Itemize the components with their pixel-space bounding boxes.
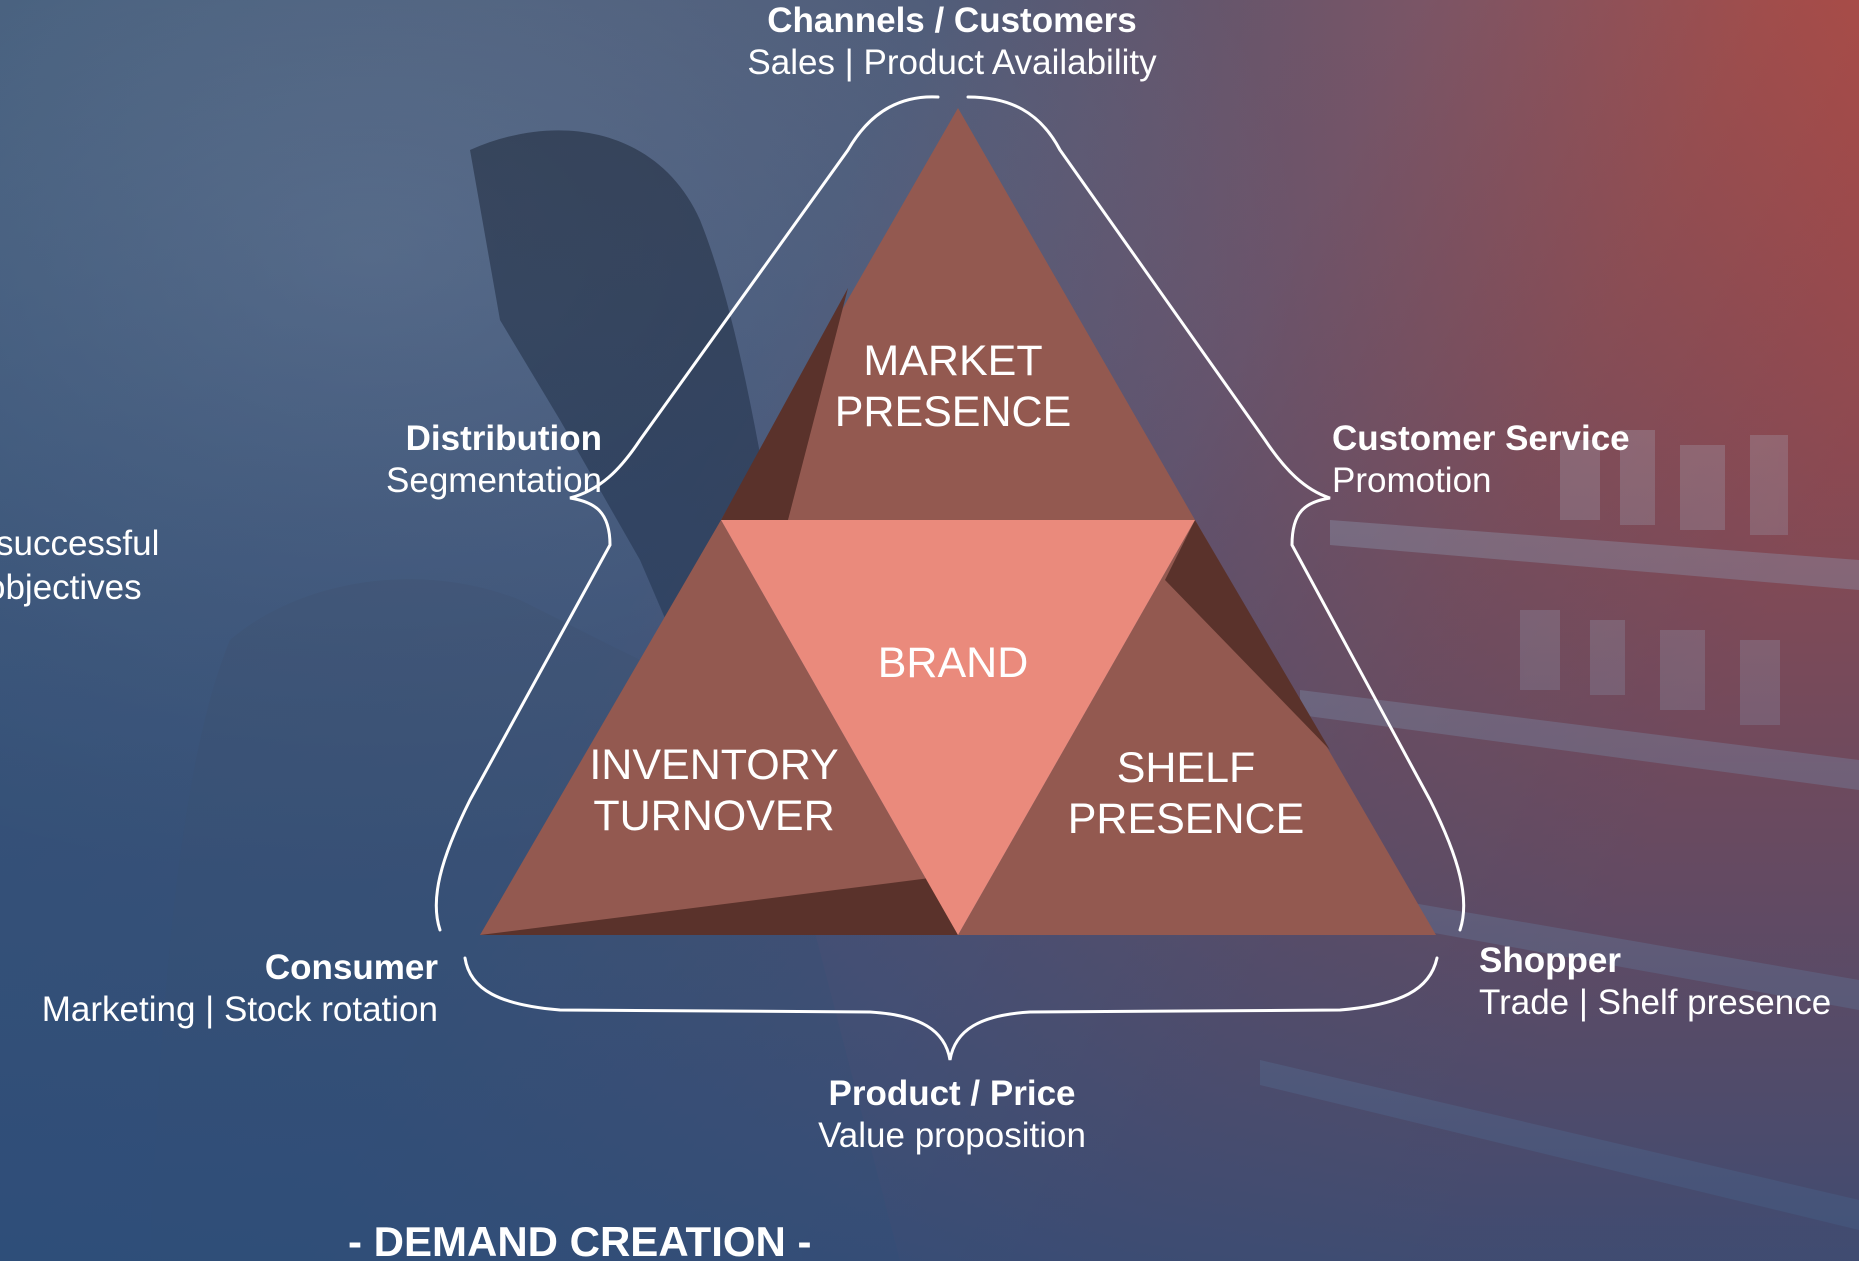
brand-text: BRAND (877, 639, 1029, 687)
inventory-line-1: INVENTORY (589, 741, 839, 789)
label-sub: Value proposition (818, 1116, 1086, 1155)
label-title: Customer Service (1332, 419, 1630, 458)
label-title: Shopper (1479, 941, 1621, 980)
market-line-1: MARKET (863, 337, 1043, 385)
shopper-label: Shopper Trade | Shelf presence (1479, 940, 1831, 1024)
shelf-presence-triangle (958, 520, 1436, 935)
shelf-line-2: PRESENCE (1067, 794, 1305, 843)
shelf-line-1: SHELF (1116, 744, 1256, 792)
shelf-shadow (1165, 520, 1330, 750)
shelf-presence-label: SHELF PRESENCE (1068, 743, 1305, 844)
left-brace (434, 95, 940, 932)
bottom-brace (463, 956, 1439, 1061)
label-sub: Marketing | Stock rotation (41, 990, 438, 1029)
right-brace (966, 95, 1466, 932)
side-note-line-2: objectives (0, 567, 142, 607)
customer-service-label: Customer Service Promotion (1332, 418, 1630, 502)
channels-customers-label: Channels / Customers Sales | Product Ava… (747, 0, 1156, 84)
inventory-line-2: TURNOVER (593, 791, 835, 840)
product-price-label: Product / Price Value proposition (818, 1073, 1086, 1157)
market-presence-triangle (721, 108, 1195, 520)
brand-triangle (721, 520, 1195, 935)
label-title: Channels / Customers (767, 1, 1137, 40)
footer-text: - DEMAND CREATION - (348, 1218, 812, 1261)
label-title: Distribution (405, 419, 602, 458)
cropped-side-note: successful objectives (0, 522, 159, 610)
label-sub: Sales | Product Availability (747, 43, 1157, 82)
label-title: Product / Price (828, 1074, 1076, 1113)
market-line-2: PRESENCE (834, 387, 1072, 436)
brace-outline (434, 95, 1466, 1061)
demand-creation-footer: - DEMAND CREATION - (348, 1218, 812, 1261)
brand-label: BRAND (878, 638, 1029, 689)
market-shadow (721, 288, 848, 520)
label-sub: Promotion (1332, 461, 1492, 500)
side-note-line-1: successful (0, 524, 160, 563)
consumer-label: Consumer Marketing | Stock rotation (42, 947, 438, 1031)
label-sub: Segmentation (386, 461, 602, 500)
label-title: Consumer (264, 948, 438, 987)
market-presence-label: MARKET PRESENCE (835, 336, 1072, 437)
inventory-turnover-label: INVENTORY TURNOVER (589, 740, 838, 841)
label-sub: Trade | Shelf presence (1479, 983, 1832, 1022)
inventory-shadow (480, 878, 958, 935)
inventory-turnover-triangle (480, 520, 958, 935)
distribution-label: Distribution Segmentation (386, 418, 602, 502)
